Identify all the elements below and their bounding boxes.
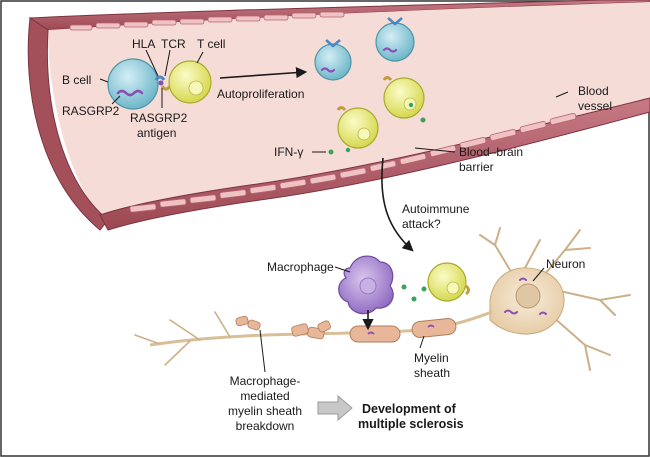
autoimmune-attack-arrow (381, 157, 414, 252)
label-blood-vessel-line2: vessel (578, 99, 612, 113)
autoproliferation-arrow (219, 67, 308, 79)
b-cell (107, 58, 159, 110)
label-rasgrp2-antigen-line1: RASGRP2 (130, 111, 188, 125)
t-cell-clone-2 (336, 106, 379, 149)
ifn-gamma-dots-brain (401, 284, 427, 302)
leader-lines (99, 49, 569, 373)
blood-vessel (27, 0, 650, 231)
t-cell-primary (168, 60, 212, 104)
t-cell-clone-1 (382, 76, 425, 119)
label-autoimmune-line1: Autoimmune (402, 202, 470, 216)
label-autoimmune-line2: attack? (402, 217, 441, 231)
label-breakdown-line4: breakdown (236, 419, 295, 433)
label-tcr: TCR (161, 37, 186, 51)
label-ms-line1: Development of (362, 402, 457, 416)
ifn-gamma-dots (328, 102, 426, 155)
macrophage (338, 255, 394, 315)
label-bbb-line2: barrier (459, 160, 494, 174)
antigen-icon (158, 80, 164, 86)
progression-arrow-icon (317, 394, 353, 422)
neuron (134, 227, 631, 371)
label-breakdown-line2: mediated (240, 389, 289, 403)
label-rasgrp2: RASGRP2 (62, 104, 120, 118)
label-autoproliferation: Autoproliferation (217, 87, 304, 101)
label-ms-line2: multiple sclerosis (358, 417, 464, 431)
label-breakdown-line3: myelin sheath (228, 404, 302, 418)
label-hla: HLA (132, 37, 155, 51)
b-cell-clone-2 (375, 17, 415, 62)
label-bbb-line1: Blood–brain (459, 145, 523, 159)
label-myelin-line1: Myelin (414, 351, 449, 365)
label-b-cell: B cell (62, 73, 91, 87)
label-breakdown-line1: Macrophage- (230, 374, 301, 388)
hla-molecule-icon (154, 75, 166, 81)
label-ifn-gamma: IFN-γ (274, 145, 303, 159)
label-t-cell: T cell (197, 37, 225, 51)
label-blood-vessel-line1: Blood (578, 84, 609, 98)
label-rasgrp2-antigen-line2: antigen (137, 126, 176, 140)
label-neuron: Neuron (546, 257, 585, 271)
label-macrophage: Macrophage (267, 260, 334, 274)
b-cell-clone-1 (314, 39, 352, 81)
t-cell-in-brain (427, 262, 470, 302)
rasgrp2-gene-icon (116, 89, 144, 97)
label-myelin-line2: sheath (414, 366, 450, 380)
